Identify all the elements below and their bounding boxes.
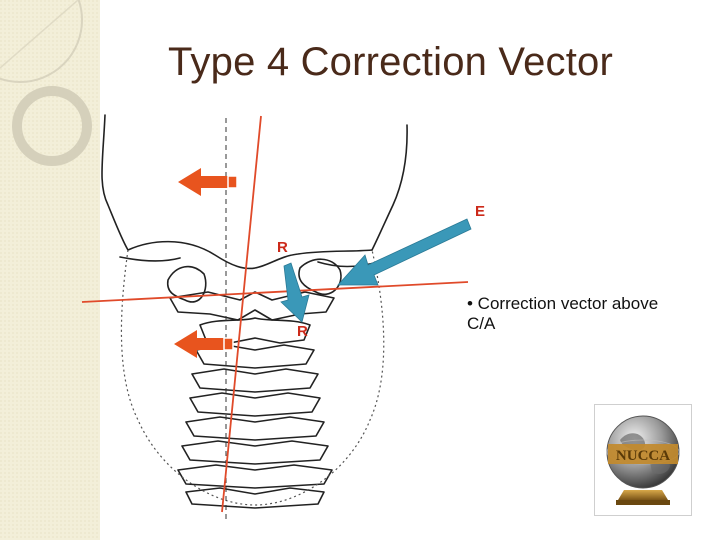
cervical-spine-diagram bbox=[81, 114, 472, 520]
skull-outline-left bbox=[101, 114, 129, 251]
slide-title: Type 4 Correction Vector bbox=[168, 40, 614, 84]
bullet-text: • Correction vector above C/A bbox=[467, 294, 659, 333]
corner-decoration bbox=[0, 0, 100, 540]
nucca-globe-icon: NUCCA bbox=[594, 404, 692, 516]
mastoid-right bbox=[298, 258, 342, 295]
atlas-vertebra bbox=[169, 291, 335, 321]
left-arrow-icon bbox=[178, 168, 228, 196]
skull-outline-right bbox=[371, 124, 408, 251]
occiput bbox=[127, 240, 373, 270]
diagonal-arrow-icon bbox=[280, 262, 310, 323]
left-arrow-icon bbox=[174, 330, 224, 358]
axis-vertebra bbox=[199, 317, 311, 344]
label-r-upper: R bbox=[277, 239, 288, 256]
label-e: E bbox=[475, 203, 486, 220]
diagonal-arrow-icon bbox=[337, 218, 472, 286]
horizontal-axis-line bbox=[81, 281, 469, 303]
vertical-axis-line bbox=[221, 115, 262, 513]
cervical-vertebrae bbox=[177, 344, 333, 509]
label-r-lower: R bbox=[297, 323, 308, 340]
logo-text: NUCCA bbox=[616, 448, 670, 464]
